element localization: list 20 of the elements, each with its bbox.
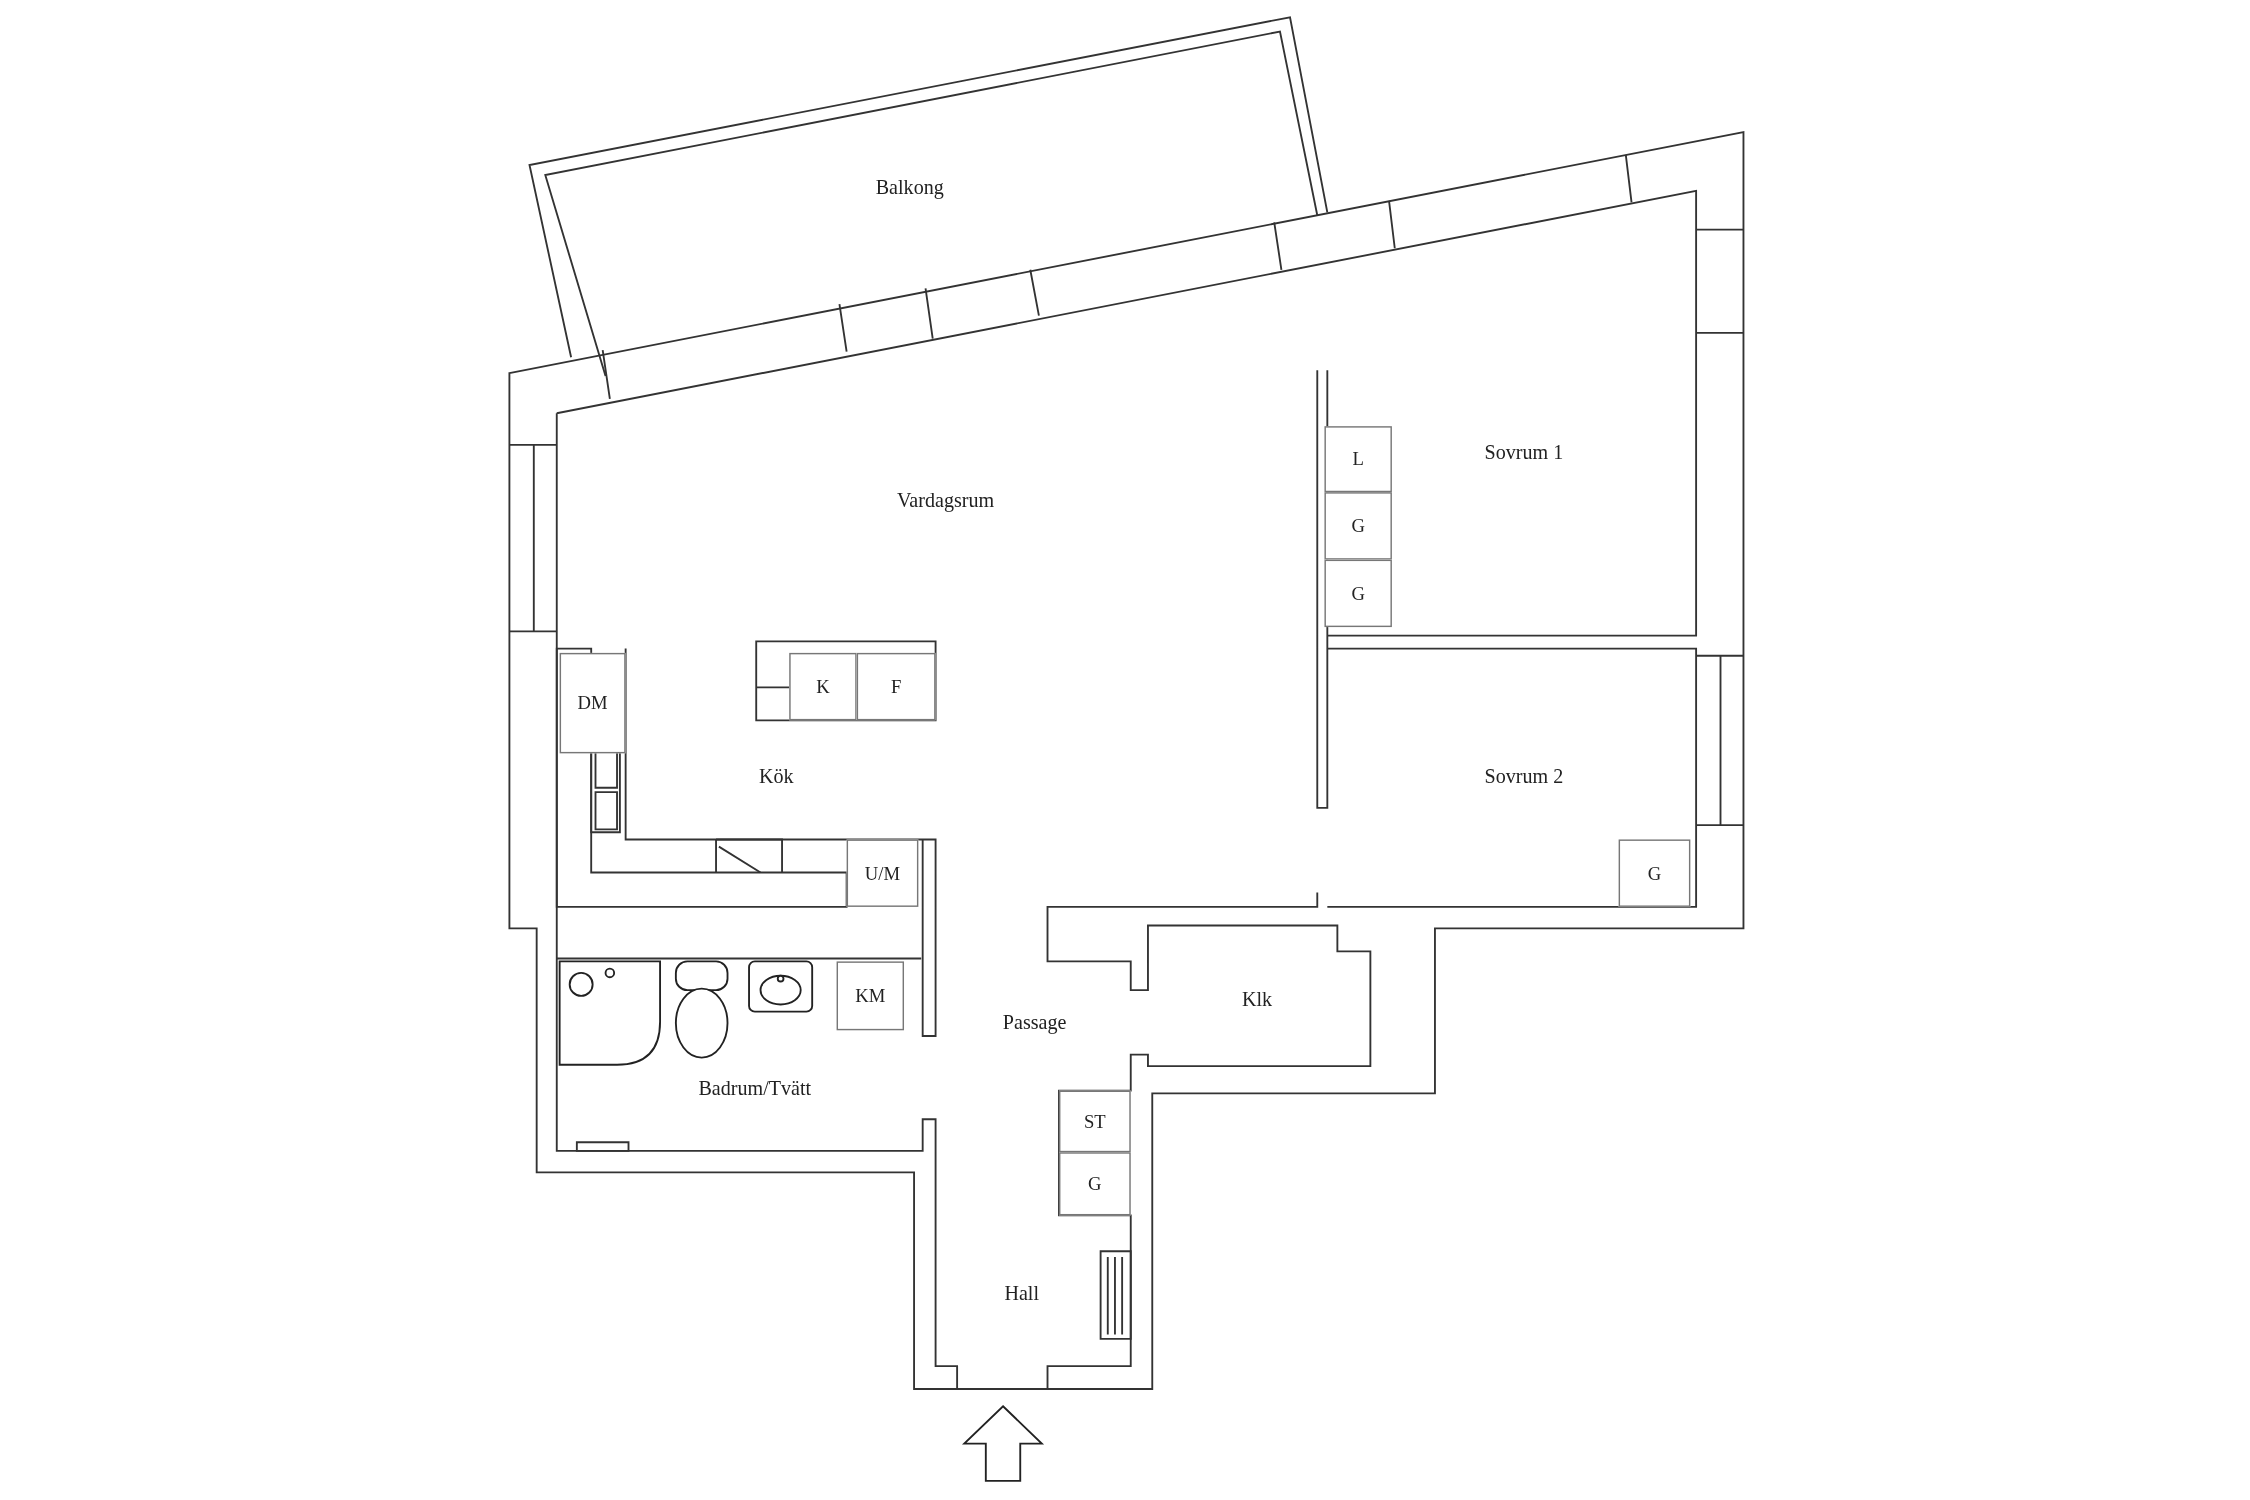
room-label: Badrum/Tvätt xyxy=(698,1077,812,1101)
cabinet-box: U/M xyxy=(846,839,919,907)
cabinet-box: F xyxy=(856,652,936,721)
cabinet-box: G xyxy=(1324,559,1392,628)
cabinet-box: K xyxy=(789,652,857,721)
cabinet-box: G xyxy=(1618,839,1691,907)
room-label: Vardagsrum xyxy=(897,489,995,513)
cabinet-box: G xyxy=(1324,492,1392,560)
room-label: Kök xyxy=(759,766,794,790)
cabinet-box: ST xyxy=(1059,1090,1131,1153)
cabinet-box: DM xyxy=(559,652,626,754)
room-label: Sovrum 2 xyxy=(1484,766,1564,790)
room-label: Passage xyxy=(1002,1011,1067,1035)
cabinet-box: KM xyxy=(836,961,904,1031)
room-label: Sovrum 1 xyxy=(1484,441,1564,465)
cabinet-box: G xyxy=(1059,1152,1131,1216)
room-label: Hall xyxy=(1004,1282,1039,1306)
cabinet-box: L xyxy=(1324,426,1392,493)
room-label: Balkong xyxy=(875,176,944,200)
room-label: Klk xyxy=(1241,988,1273,1012)
